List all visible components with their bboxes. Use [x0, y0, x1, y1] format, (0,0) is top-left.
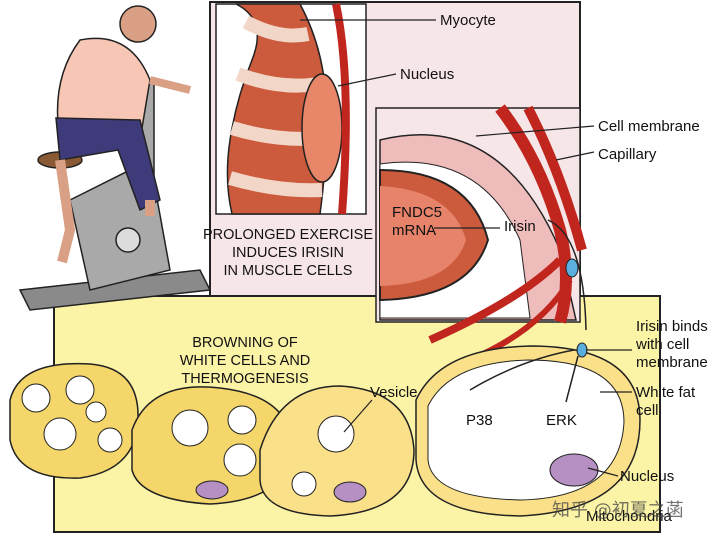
browning-caption: BROWNING OF WHITE CELLS AND THERMOGENESI…	[179, 335, 311, 387]
nucleus-fat-label: Nucleus	[620, 468, 675, 485]
capillary-branch	[428, 257, 563, 344]
myocyte-label: Myocyte	[440, 12, 496, 29]
erk-label: ERK	[546, 412, 577, 429]
signal-arrows	[469, 219, 587, 403]
capillary-label: Capillary	[598, 146, 657, 163]
exercise-caption: PROLONGED EXERCISE INDUCES IRISIN IN MUS…	[202, 227, 373, 279]
muscle-fiber	[215, 3, 367, 215]
nucleus-muscle-label: Nucleus	[400, 66, 455, 83]
leader-lines	[300, 19, 632, 477]
irisin-binds-label: Irisin binds with cell membrane	[636, 318, 708, 371]
cell-zoom-panel	[375, 104, 587, 324]
p38-label: P38	[466, 412, 493, 429]
watermark: 知乎 @初夏之菡	[552, 500, 684, 521]
white-fat-cell-label: White fat cell	[636, 384, 696, 419]
exercise-figure	[18, 5, 212, 311]
fndc5-label: FNDC5	[392, 204, 443, 221]
mrna-label: mRNA	[392, 222, 437, 239]
vesicle-label: Vesicle	[370, 384, 418, 401]
mitochondria-label: Mitochondria	[586, 508, 672, 525]
irisin-label: Irisin	[504, 218, 536, 235]
cell-membrane-label: Cell membrane	[598, 118, 700, 135]
